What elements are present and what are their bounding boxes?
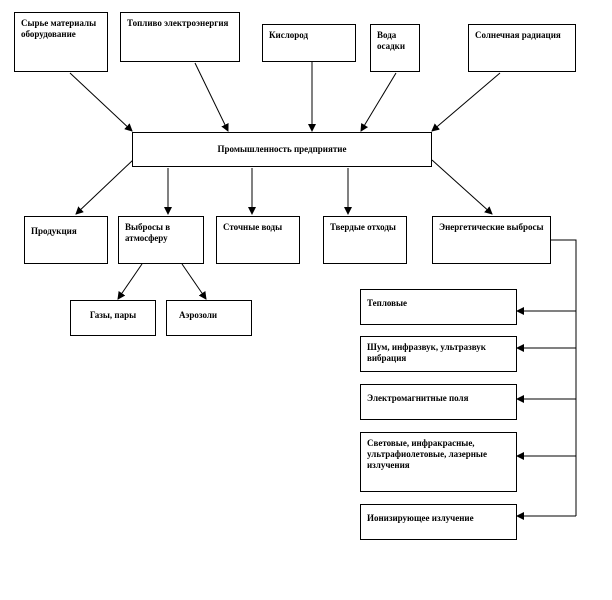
energy-noise: Шум, инфразвук, ультразвук вибрация	[360, 336, 517, 372]
output-products: Продукция	[24, 216, 108, 264]
arrow-raw-to-enterprise	[69, 72, 133, 132]
emission-gases: Газы, пары	[70, 300, 156, 336]
emission-aerosols: Аэрозоли	[166, 300, 252, 336]
input-raw-materials: Сырье материалы оборудование	[14, 12, 108, 72]
arrow-solar-to-enterprise	[431, 72, 501, 132]
output-wastewater-label: Сточные воды	[223, 222, 283, 232]
input-solar-label: Солнечная радиация	[475, 30, 561, 40]
arrow-emissions-to-gases	[117, 263, 143, 300]
output-energy-emissions: Энергетические выбросы	[432, 216, 551, 264]
energy-thermal-label: Тепловые	[367, 298, 408, 308]
arrow-water-to-enterprise	[360, 72, 397, 132]
input-raw-materials-label: Сырье материалы оборудование	[21, 18, 97, 39]
energy-em-fields: Электромагнитные поля	[360, 384, 517, 420]
input-solar: Солнечная радиация	[468, 24, 576, 72]
input-water-label: Вода осадки	[377, 30, 406, 51]
output-solid-waste-label: Твердые отходы	[330, 222, 396, 232]
output-products-label: Продукция	[31, 226, 77, 236]
input-water: Вода осадки	[370, 24, 420, 72]
output-wastewater: Сточные воды	[216, 216, 300, 264]
output-emissions-label: Выбросы в атмосферу	[125, 222, 171, 243]
energy-noise-label: Шум, инфразвук, ультразвук вибрация	[367, 342, 486, 363]
input-fuel-energy: Топливо электроэнергия	[120, 12, 240, 62]
arrow-emissions-to-aerosols	[181, 263, 207, 300]
output-energy-emissions-label: Энергетические выбросы	[439, 222, 544, 232]
energy-radiation-label: Световые, инфракрасные, ультрафиолетовые…	[367, 438, 487, 470]
arrow-enterprise-to-energy	[431, 159, 493, 215]
enterprise-box: Промышленность предприятие	[132, 132, 432, 167]
output-solid-waste: Твердые отходы	[323, 216, 407, 264]
energy-ionizing-label: Ионизирующее излучение	[367, 513, 474, 523]
energy-radiation: Световые, инфракрасные, ультрафиолетовые…	[360, 432, 517, 492]
arrow-fuel-to-enterprise	[194, 62, 229, 132]
arrow-enterprise-to-products	[75, 159, 134, 215]
input-fuel-energy-label: Топливо электроэнергия	[127, 18, 229, 28]
emission-gases-label: Газы, пары	[89, 310, 137, 320]
output-emissions: Выбросы в атмосферу	[118, 216, 204, 264]
energy-em-fields-label: Электромагнитные поля	[367, 393, 469, 403]
energy-thermal: Тепловые	[360, 289, 517, 325]
emission-aerosols-label: Аэрозоли	[179, 310, 218, 320]
enterprise-label: Промышленность предприятие	[217, 144, 347, 154]
input-oxygen: Кислород	[262, 24, 356, 62]
energy-bracket	[551, 239, 577, 516]
input-oxygen-label: Кислород	[269, 30, 309, 40]
energy-ionizing: Ионизирующее излучение	[360, 504, 517, 540]
